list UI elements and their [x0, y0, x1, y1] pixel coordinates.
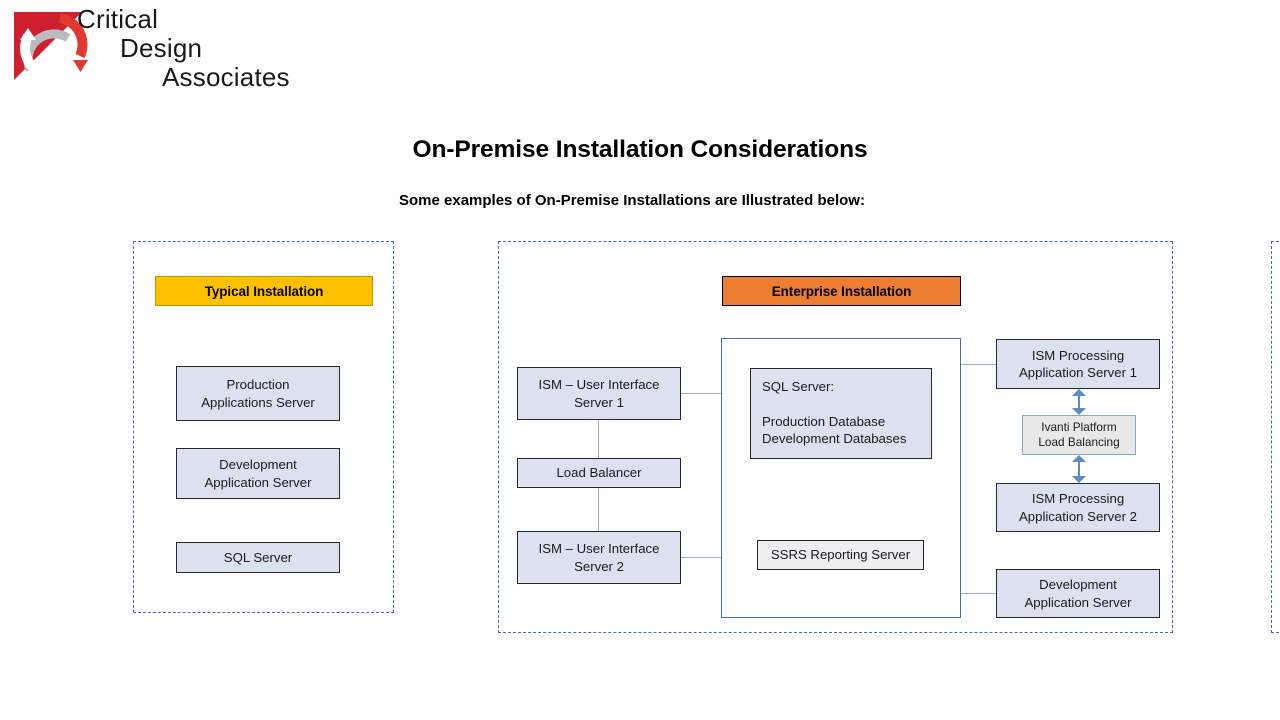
page-subtitle: Some examples of On-Premise Installation…: [399, 192, 865, 209]
node-ism-processing-application-server-1: ISM Processing Application Server 1: [996, 339, 1160, 389]
header-typical-installation: Typical Installation: [155, 276, 373, 306]
logo-line-3: Associates: [162, 62, 290, 92]
node-label: Ivanti Platform Load Balancing: [1038, 419, 1120, 449]
node-ism-user-interface-server-1: ISM – User Interface Server 1: [517, 367, 681, 420]
panel-cloud-installation-partial: [1271, 241, 1280, 633]
logo-line-1: Critical: [77, 4, 159, 34]
node-sql-server-databases: SQL Server: Production Database Developm…: [750, 368, 932, 459]
node-label: SSRS Reporting Server: [770, 547, 911, 563]
node-label: ISM – User Interface Server 1: [538, 377, 660, 410]
company-logo: Critical Design Associates: [10, 6, 310, 90]
header-enterprise-installation: Enterprise Installation: [722, 276, 961, 306]
node-production-applications-server: Production Applications Server: [176, 366, 340, 421]
page-title: On-Premise Installation Considerations: [412, 136, 868, 163]
connector-database-to-processing-server-1: [961, 364, 997, 366]
double-arrow-icon-ivanti-to-processing-2: [1072, 455, 1086, 483]
node-load-balancer: Load Balancer: [517, 458, 681, 488]
node-label: SQL Server: [223, 549, 293, 565]
connector-ism-ui-1-to-database: [681, 393, 722, 395]
node-ism-user-interface-server-2: ISM – User Interface Server 2: [517, 531, 681, 584]
node-label: Load Balancer: [556, 465, 642, 481]
node-development-application-server-enterprise: Development Application Server: [996, 569, 1160, 618]
logo-mark-icon: [14, 12, 88, 80]
connector-ism-ui-1-to-load-balancer: [598, 420, 600, 458]
node-label: Development Application Server: [204, 457, 312, 490]
node-sql-server: SQL Server: [176, 542, 340, 573]
node-label: Development Application Server: [1024, 577, 1132, 610]
connector-load-balancer-to-ism-ui-2: [598, 488, 600, 531]
connector-database-to-development-server: [961, 593, 997, 595]
node-label: ISM Processing Application Server 1: [1018, 347, 1138, 380]
logo-line-2: Design: [120, 33, 203, 63]
logo-wordmark: Critical Design Associates: [68, 6, 290, 90]
node-label: ISM – User Interface Server 2: [538, 541, 660, 574]
double-arrow-icon-processing-1-to-ivanti: [1072, 389, 1086, 415]
node-label: SQL Server: Production Database Developm…: [762, 379, 907, 447]
node-ivanti-platform-load-balancing: Ivanti Platform Load Balancing: [1022, 415, 1136, 455]
node-development-application-server: Development Application Server: [176, 448, 340, 499]
node-label: Production Applications Server: [201, 377, 315, 410]
node-ssrs-reporting-server: SSRS Reporting Server: [757, 540, 924, 570]
connector-ism-ui-2-to-database: [681, 557, 722, 559]
node-ism-processing-application-server-2: ISM Processing Application Server 2: [996, 483, 1160, 532]
node-label: ISM Processing Application Server 2: [1018, 491, 1138, 524]
